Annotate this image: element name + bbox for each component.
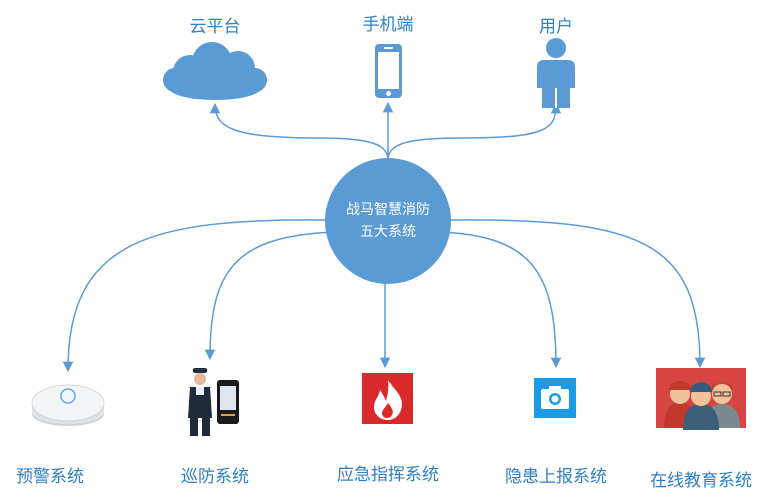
cloud-platform-label: 云平台 — [189, 17, 241, 37]
center-title-line1: 战马智慧消防 — [346, 202, 430, 218]
center-hub — [325, 158, 451, 284]
center-title-line2: 五大系统 — [360, 224, 416, 240]
online-education-system-label: 在线教育系统 — [650, 471, 752, 491]
hazard-report-system-label: 隐患上报系统 — [505, 467, 607, 487]
connector-education — [445, 219, 706, 369]
connector-user — [387, 102, 562, 161]
connector-patrol — [204, 231, 336, 361]
connector-hazard — [439, 231, 562, 369]
firefighters-icon — [656, 368, 746, 430]
emergency-command-system-label: 应急指挥系统 — [337, 465, 439, 485]
center-hub-label: 战马智慧消防 五大系统 — [346, 199, 430, 243]
patrol-guard-icon — [188, 368, 239, 436]
connector-warning — [62, 219, 331, 373]
smartphone-icon — [375, 44, 402, 98]
camera-icon — [534, 378, 576, 418]
user-icon — [537, 38, 575, 108]
cloud-icon — [163, 42, 267, 100]
user-label: 用户 — [539, 17, 573, 37]
patrol-system-label: 巡防系统 — [181, 467, 249, 487]
fire-icon — [362, 373, 413, 424]
connector-cloud — [209, 102, 389, 161]
smoke-detector-icon — [31, 384, 105, 426]
warning-system-label: 预警系统 — [16, 467, 84, 487]
mobile-client-label: 手机端 — [362, 15, 414, 35]
